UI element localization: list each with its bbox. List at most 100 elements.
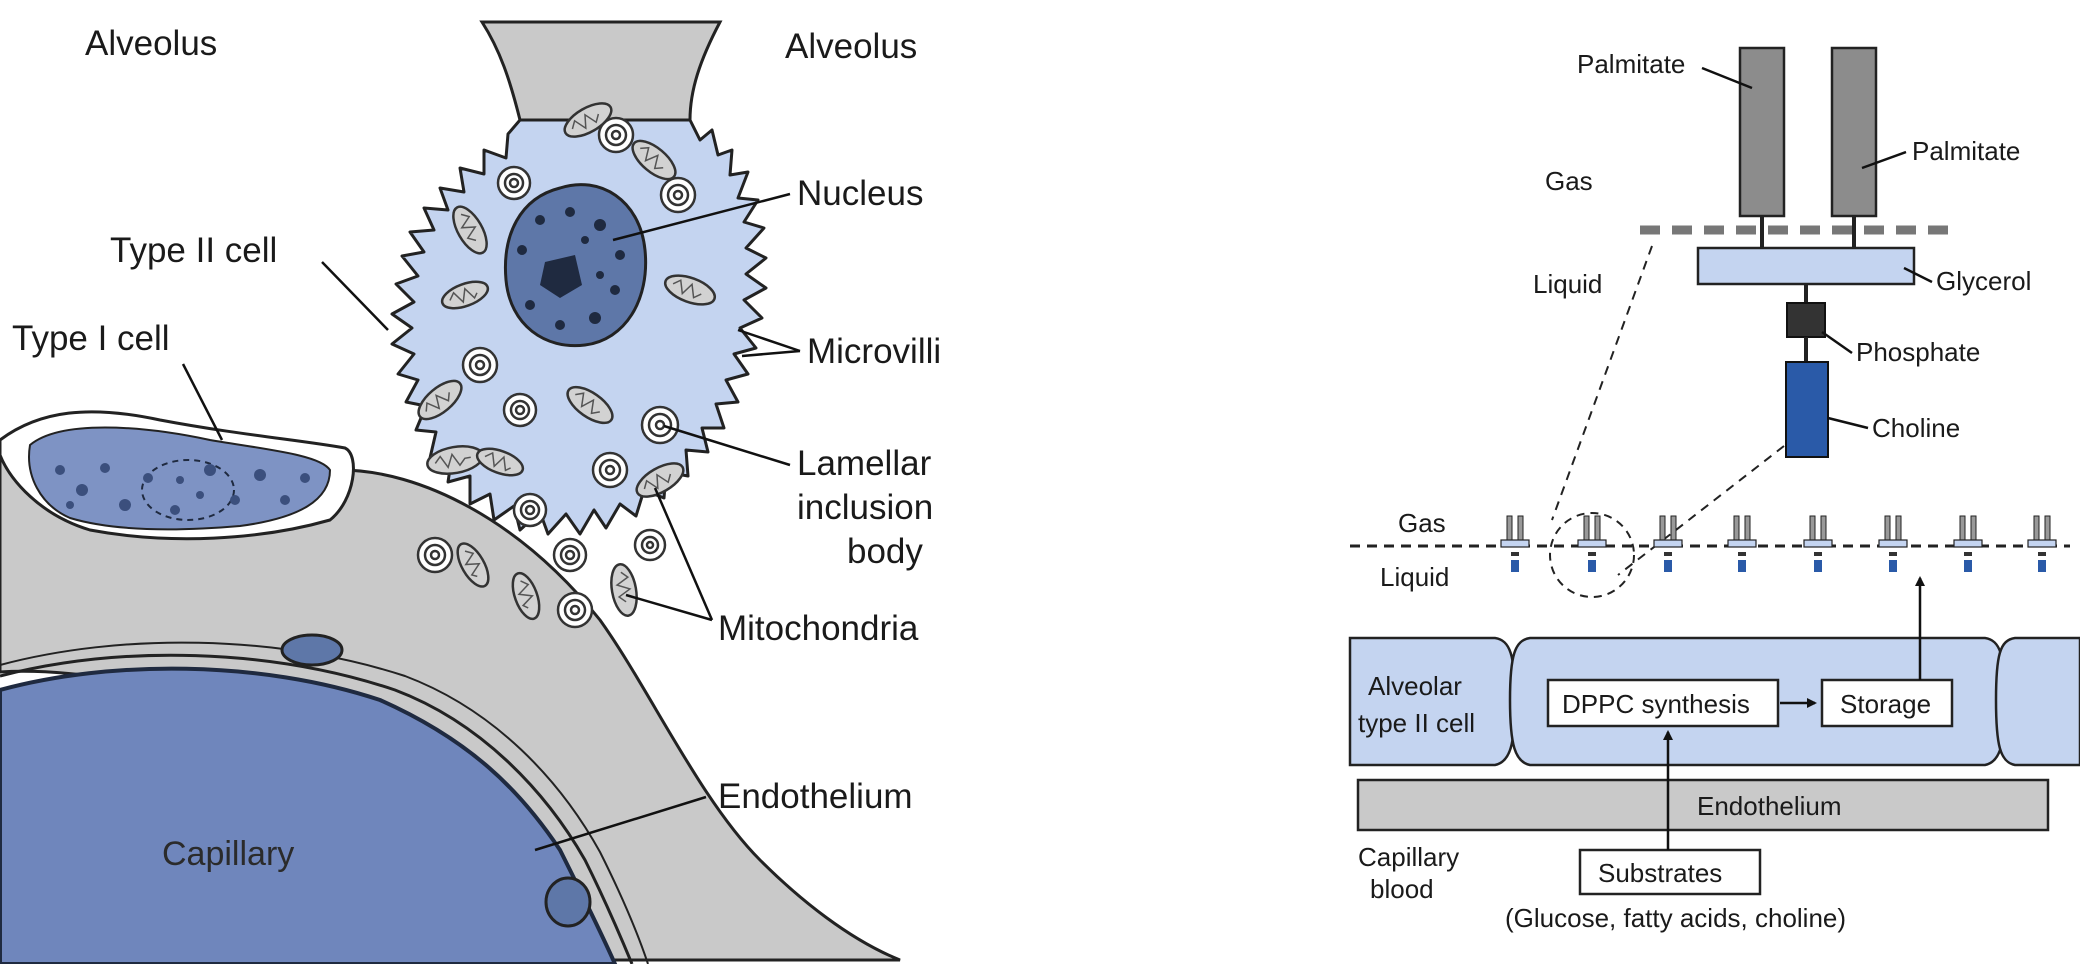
lamellar-body	[461, 346, 499, 384]
lamellar-body	[552, 537, 588, 573]
label-liquid-mid: Liquid	[1380, 562, 1449, 592]
substrates-box	[1578, 848, 1762, 896]
surfactant-molecule	[2027, 515, 2057, 572]
label-lamellar-3: body	[847, 532, 923, 571]
leader-mitochondria-2	[625, 593, 713, 622]
choline-group	[1785, 361, 1829, 458]
leader-lines-right	[1701, 66, 1933, 430]
leader-endothelium	[534, 795, 707, 852]
label-choline: Choline	[1872, 413, 1960, 443]
label-dppc-synthesis: DPPC synthesis	[1562, 689, 1750, 719]
leader-type1-cell	[181, 363, 224, 441]
mitochondrion	[440, 280, 490, 310]
label-gas-top: Gas	[1545, 166, 1593, 196]
label-lamellar-1: Lamellar	[797, 444, 932, 483]
leader-palmitate-1	[1701, 66, 1753, 90]
endothelial-nucleus-2	[544, 876, 592, 928]
mitochondrion	[610, 563, 638, 617]
leader-lines-left	[181, 192, 801, 852]
label-type1-cell: Type I cell	[12, 319, 170, 358]
dppc-molecule	[1696, 46, 1916, 458]
label-capillary-2: blood	[1370, 874, 1434, 904]
zoom-line-right	[1617, 445, 1785, 576]
mitochondrion	[663, 274, 717, 306]
mitochondrion	[452, 205, 488, 255]
mitochondrion	[475, 447, 525, 477]
label-palmitate-2: Palmitate	[1912, 136, 2020, 166]
zoom-line-left	[1551, 245, 1653, 521]
surfactant-molecule	[1727, 515, 1757, 572]
endothelial-nucleus-1	[280, 633, 344, 667]
surfactant-molecule	[1577, 515, 1607, 572]
leader-microvilli-2	[741, 349, 801, 358]
surfactant-molecule	[1653, 515, 1683, 572]
lamellar-body	[633, 528, 667, 562]
lamellar-bodies	[416, 116, 697, 629]
label-alveolar-2: type II cell	[1358, 708, 1475, 738]
left-panel: Alveolus Alveolus Type II cell Type I ce…	[0, 20, 941, 964]
phosphate-group	[1786, 302, 1826, 338]
mitochondrion	[566, 385, 614, 425]
leader-lamellar	[663, 424, 791, 467]
lamellar-body	[597, 116, 635, 154]
surfactant-monolayer	[1500, 515, 2057, 572]
endothelium-membrane-inner	[0, 641, 649, 964]
lamellar-body	[659, 176, 697, 214]
palmitate-chain-1	[1738, 46, 1786, 218]
nucleolus	[540, 255, 582, 298]
surfactant-molecule	[1500, 515, 1530, 572]
label-endothelium: Endothelium	[718, 777, 913, 816]
leader-glycerol	[1903, 266, 1933, 284]
label-mitochondria: Mitochondria	[718, 609, 919, 648]
leader-mitochondria-1	[653, 487, 714, 621]
mitochondrion	[511, 571, 541, 621]
storage-box	[1820, 678, 1954, 728]
label-gas-mid: Gas	[1398, 508, 1446, 538]
right-panel: Palmitate Palmitate Gas Liquid Glycerol …	[1348, 46, 2080, 933]
type1-cell-granules	[55, 463, 310, 515]
dppc-synthesis-box	[1546, 678, 1780, 728]
label-capillary-1: Capillary	[1358, 842, 1459, 872]
chromatin-granules	[517, 207, 625, 330]
epithelial-cell-3	[1994, 636, 2080, 767]
label-lamellar-2: inclusion	[797, 488, 933, 527]
label-liquid-top: Liquid	[1533, 269, 1602, 299]
leader-choline	[1827, 416, 1869, 430]
label-substrates: Substrates	[1598, 858, 1722, 888]
endothelium-band	[1356, 778, 2050, 832]
lamellar-body	[512, 492, 548, 528]
label-palmitate-1: Palmitate	[1577, 49, 1685, 79]
label-alveolus-left: Alveolus	[85, 24, 217, 63]
mitochondrion	[635, 462, 685, 498]
mitochondria-group	[417, 102, 717, 621]
lamellar-body	[416, 536, 454, 574]
mitochondrion	[563, 102, 613, 138]
mitochondrion	[417, 379, 463, 421]
lamellar-body	[496, 165, 532, 201]
epithelial-cell-1	[1348, 636, 1517, 767]
label-microvilli: Microvilli	[807, 332, 941, 371]
label-nucleus: Nucleus	[797, 174, 923, 213]
leader-microvilli-1	[737, 328, 801, 353]
surfactant-molecule	[1878, 515, 1908, 572]
surfactant-molecule	[1953, 515, 1983, 572]
leader-nucleus	[612, 192, 791, 242]
glycerol-backbone	[1696, 246, 1916, 286]
label-alveolar-1: Alveolar	[1368, 671, 1462, 701]
label-type2-cell: Type II cell	[110, 231, 277, 270]
lamellar-body	[556, 591, 594, 629]
leader-palmitate-2	[1861, 150, 1907, 170]
lamellar-body	[502, 392, 538, 428]
mitochondrion	[456, 542, 490, 588]
surfactant-molecule	[1803, 515, 1833, 572]
label-endothelium-right: Endothelium	[1697, 791, 1842, 821]
type1-cell-nucleus	[141, 459, 235, 521]
lamellar-body	[591, 451, 629, 489]
label-glycerol: Glycerol	[1936, 266, 2031, 296]
label-alveolus-right: Alveolus	[785, 27, 917, 66]
endothelium-membrane	[0, 653, 634, 964]
label-substrates-note: (Glucose, fatty acids, choline)	[1505, 903, 1846, 933]
lamellar-body	[640, 405, 680, 445]
zoom-circle	[1549, 512, 1635, 598]
